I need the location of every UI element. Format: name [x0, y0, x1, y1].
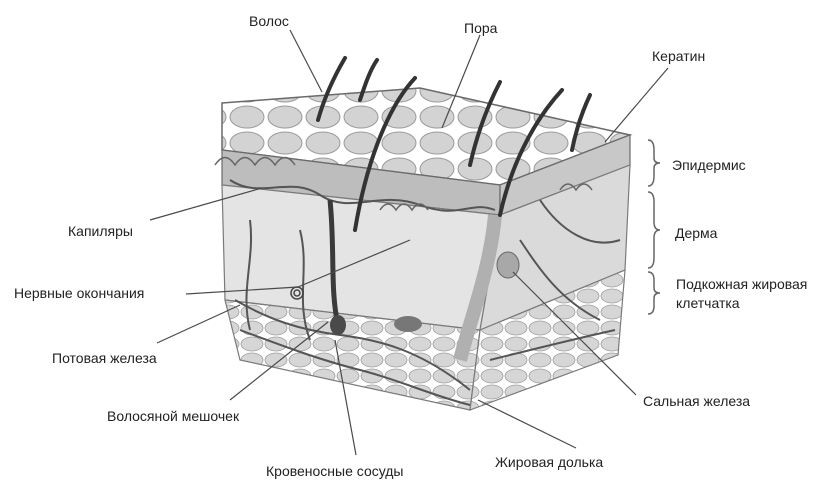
- leader-fat-lobule: [478, 400, 576, 448]
- label-nerve-endings: Нервные окончания: [14, 285, 144, 301]
- label-sebaceous-gland: Сальная железа: [643, 393, 750, 409]
- label-pore: Пора: [464, 20, 497, 36]
- label-epidermis: Эпидермис: [672, 157, 746, 173]
- label-hypodermis-line1: Подкожная жировая: [676, 276, 807, 292]
- hair-bulb: [330, 315, 346, 335]
- leader-sweat-gland: [157, 305, 240, 343]
- label-dermis: Дерма: [675, 225, 717, 241]
- fat-lobule: [394, 316, 422, 332]
- label-fat-lobule: Жировая долька: [495, 454, 603, 470]
- label-capillaries: Капиляры: [68, 223, 133, 239]
- label-hypodermis-line2: клетчатка: [676, 295, 740, 311]
- layer-brackets: [648, 140, 660, 314]
- leader-keratin: [605, 68, 668, 142]
- label-keratin: Кератин: [652, 48, 705, 64]
- label-hair-follicle: Волосяной мешочек: [107, 408, 239, 424]
- label-blood-vessels: Кровеносные сосуды: [266, 463, 404, 479]
- label-hair: Волос: [249, 13, 289, 29]
- leader-hair: [290, 30, 322, 92]
- label-sweat-gland: Потовая железа: [52, 350, 157, 366]
